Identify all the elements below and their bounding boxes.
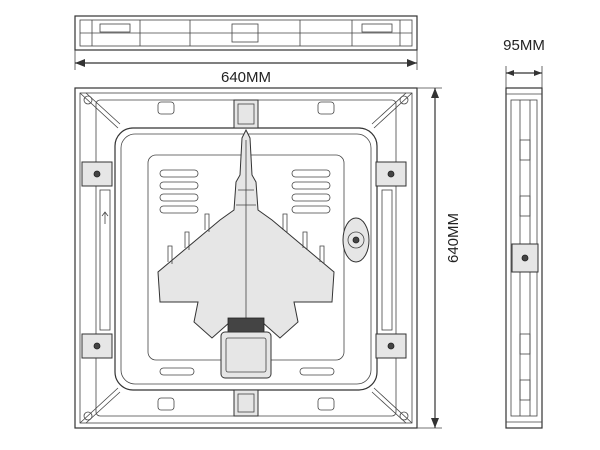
vent-slot	[159, 181, 199, 190]
vent-slot	[291, 205, 331, 214]
depth-label: 95MM	[503, 37, 545, 54]
height-dimension: 640MM	[417, 87, 462, 429]
vent-slot	[291, 181, 331, 190]
top-view	[74, 15, 418, 51]
height-label: 640MM	[445, 213, 462, 263]
side-view	[505, 87, 543, 429]
vent-slot	[299, 367, 335, 376]
vent-slot	[159, 367, 195, 376]
front-view	[74, 87, 418, 429]
width-dimension: 640MM	[74, 50, 418, 86]
vent-slot	[291, 169, 331, 178]
connector-pins	[227, 317, 265, 333]
vent-slot	[159, 193, 199, 202]
vent-slot	[159, 205, 199, 214]
vent-slot	[291, 193, 331, 202]
power-box	[220, 331, 272, 379]
vent-slot	[159, 169, 199, 178]
width-label: 640MM	[221, 69, 271, 86]
depth-dimension: 95MM	[503, 37, 545, 88]
